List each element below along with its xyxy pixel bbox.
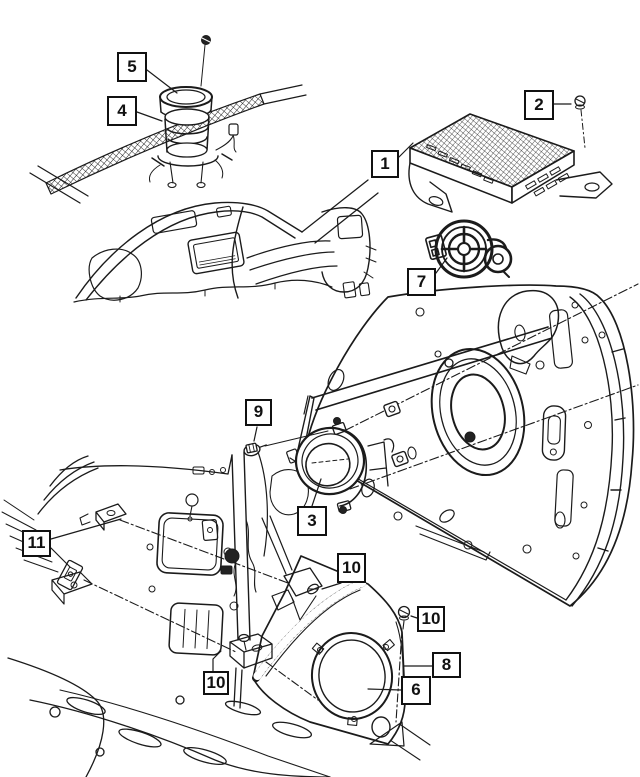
door-speaker [286, 395, 395, 514]
callout-10-bottom: 10 [203, 671, 229, 695]
callout-4-label: 4 [117, 100, 127, 120]
callout-10-right-label: 10 [421, 608, 441, 628]
callout-11-label: 11 [27, 533, 46, 552]
callout-1-label: 1 [380, 153, 390, 173]
callout-8: 8 [432, 652, 461, 678]
callout-10-top-label: 10 [342, 557, 361, 577]
callout-leaders [50, 69, 572, 691]
callout-11: 11 [22, 530, 51, 557]
callout-5-label: 5 [127, 56, 137, 76]
callout-3-label: 3 [307, 510, 317, 530]
callout-9-label: 9 [253, 402, 264, 421]
speaker-enclosure [229, 555, 411, 747]
callout-7: 7 [407, 268, 436, 296]
callout-2-label: 2 [534, 94, 544, 114]
callout-7-label: 7 [416, 271, 427, 291]
assembly-lines [329, 283, 639, 490]
callout-10-top: 10 [337, 553, 366, 583]
callout-8-label: 8 [441, 654, 452, 674]
callout-3: 3 [297, 506, 327, 536]
callout-1: 1 [371, 150, 399, 178]
harness-and-belt [220, 515, 293, 709]
callout-9: 9 [245, 399, 272, 426]
callout-4: 4 [107, 96, 137, 126]
instrument-panel [73, 201, 377, 303]
callout-10-right: 10 [417, 606, 445, 632]
dash-speaker-assembly [149, 35, 239, 189]
amplifier [408, 95, 613, 213]
callout-6-label: 6 [411, 680, 421, 699]
hex-bolt [243, 430, 329, 457]
callout-10-bottom-label: 10 [206, 672, 226, 692]
callout-2: 2 [524, 90, 554, 120]
tweeter [425, 219, 513, 279]
callout-6: 6 [401, 676, 431, 705]
callout-5: 5 [117, 52, 147, 82]
floor-pan [7, 525, 491, 777]
